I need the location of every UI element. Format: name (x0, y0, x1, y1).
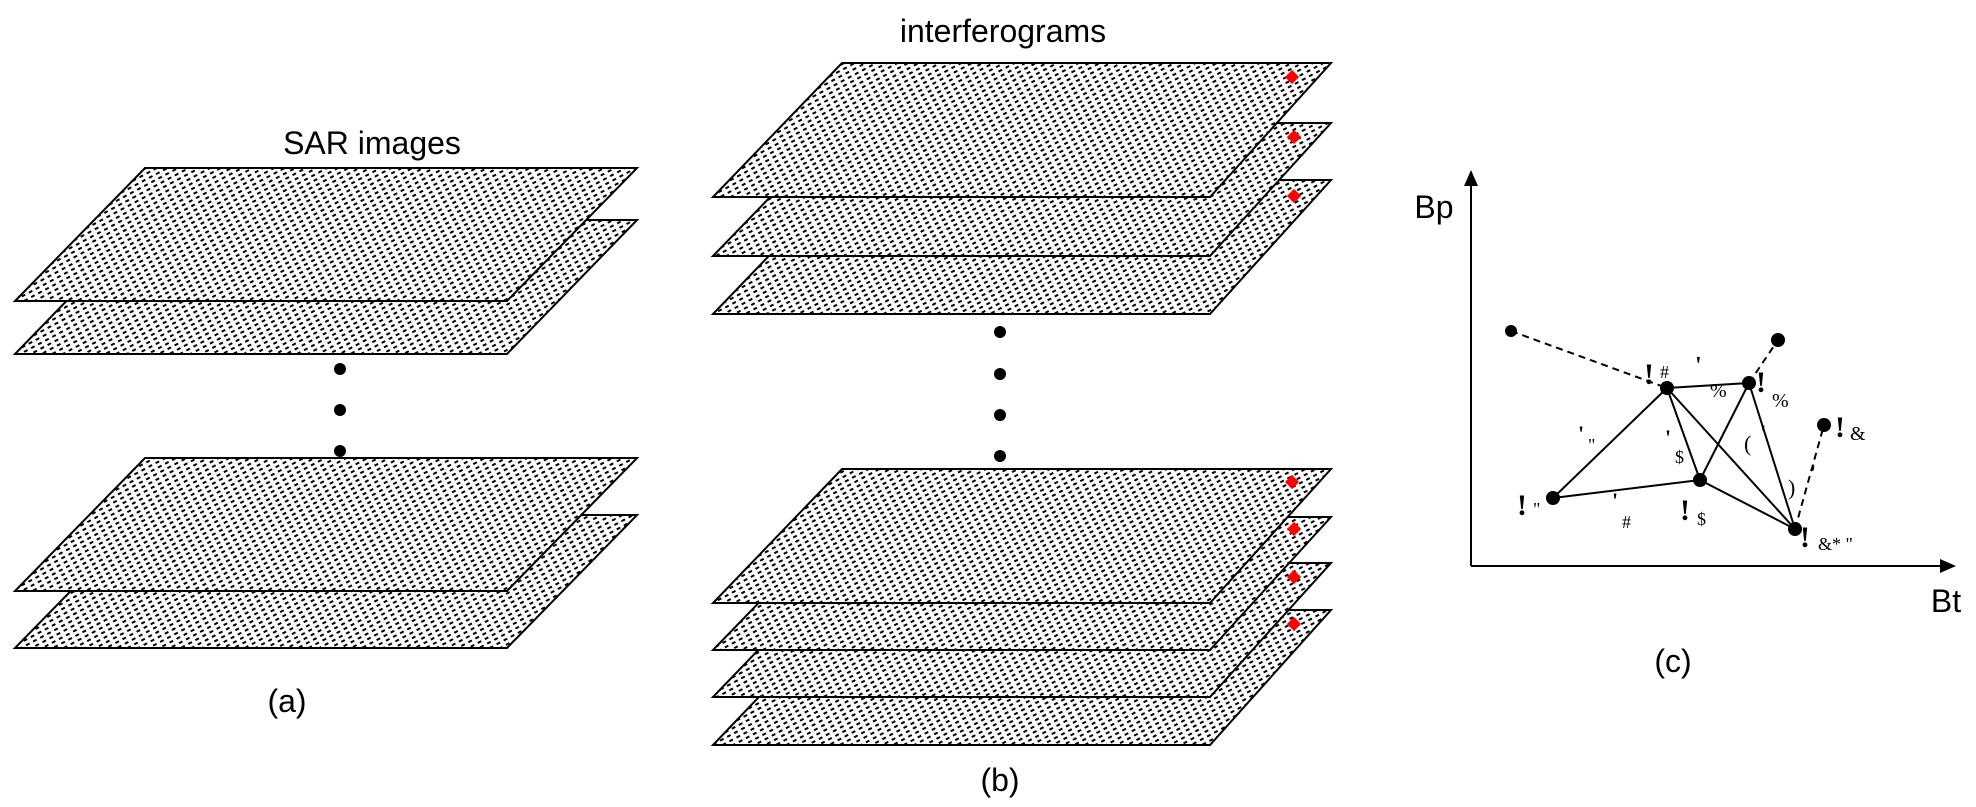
symbol-label: ! (1680, 494, 1690, 527)
symbol-label: ! (1800, 521, 1810, 554)
panel-c: Bp Bt ! # ' % ! % ! & ' " ' $ (1414, 170, 1961, 679)
symbol-label: # (1660, 362, 1669, 382)
symbol-label: ! (1835, 411, 1845, 444)
ellipsis-dot (994, 409, 1006, 421)
symbol-label: % (1710, 380, 1727, 402)
y-axis-arrow (1464, 170, 1478, 186)
panel-a: SAR images (a) (12, 125, 640, 719)
symbol-label: ( (1744, 431, 1751, 456)
ellipsis-dot (334, 404, 346, 416)
network-edge (1552, 479, 1701, 499)
panel-a-caption: (a) (267, 683, 306, 719)
network-node (1771, 333, 1785, 347)
symbol-label: ' (1695, 353, 1702, 379)
panel-b-caption: (b) (980, 762, 1019, 798)
dashed-edge (1794, 424, 1825, 530)
symbol-label: ! (1517, 489, 1527, 522)
symbol-label: ' (1760, 420, 1766, 445)
ellipsis-dot (334, 445, 346, 457)
symbol-label: ' (1810, 460, 1816, 485)
panel-a-title: SAR images (283, 125, 461, 161)
symbol-label: &* " (1818, 534, 1853, 554)
ellipsis-dot (994, 450, 1006, 462)
panel-b: interferograms (b) (710, 13, 1334, 798)
network-node (1788, 522, 1802, 536)
symbol-label: ) (1788, 475, 1795, 500)
x-axis-arrow (1940, 559, 1956, 573)
symbol-label: ' (1665, 425, 1671, 450)
ellipsis-dot (994, 326, 1006, 338)
red-marker (1286, 188, 1302, 204)
sar-image-plane (12, 167, 640, 302)
network-edge (1666, 382, 1750, 389)
network-edge (1666, 387, 1701, 481)
network-node (1660, 381, 1674, 395)
interferogram-plane (710, 468, 1334, 604)
symbol-label: $ (1697, 509, 1706, 529)
dashed-edge (1748, 339, 1779, 384)
network-node (1505, 325, 1517, 337)
network-edge (1748, 382, 1796, 530)
network-edge (1699, 479, 1796, 530)
y-axis-label: Bp (1414, 189, 1453, 225)
network-node (1546, 491, 1560, 505)
red-marker (1286, 616, 1302, 632)
symbol-label: ! (1644, 358, 1654, 391)
network-edge (1699, 382, 1750, 481)
red-marker (1284, 474, 1300, 490)
network-node (1693, 473, 1707, 487)
ellipsis-dot (994, 368, 1006, 380)
network-node (1817, 418, 1831, 432)
symbol-label: " (1533, 499, 1540, 519)
symbol-label: " (1588, 435, 1595, 455)
symbol-label: # (1622, 512, 1631, 532)
symbol-label: ' (1612, 488, 1618, 513)
panel-b-title: interferograms (900, 13, 1106, 49)
red-marker (1284, 69, 1300, 85)
symbol-label: $ (1675, 447, 1684, 467)
network-edge (1666, 387, 1796, 530)
red-marker (1286, 569, 1302, 585)
x-axis-label: Bt (1931, 583, 1961, 619)
network-edge (1552, 387, 1668, 499)
symbol-label: ' (1578, 421, 1584, 446)
symbol-label: & (1850, 423, 1866, 445)
red-marker (1286, 521, 1302, 537)
ellipsis-dot (334, 363, 346, 375)
symbol-label: % (1772, 390, 1789, 412)
red-marker (1286, 129, 1302, 145)
symbol-label: ! (1756, 366, 1766, 399)
network-node (1742, 376, 1756, 390)
interferogram-plane (710, 62, 1334, 198)
dashed-edge (1510, 330, 1668, 389)
panel-c-caption: (c) (1654, 643, 1691, 679)
sar-image-plane (12, 457, 640, 592)
